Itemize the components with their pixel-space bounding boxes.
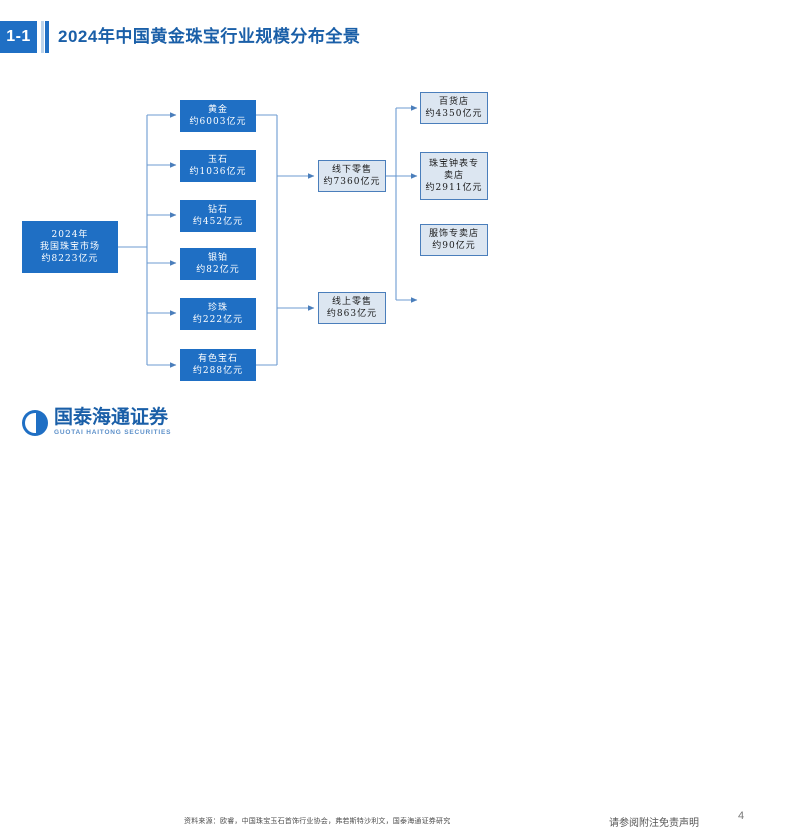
node-jewelry-watch-store-label: 珠宝钟表专 卖店 约2911亿元	[425, 158, 483, 194]
header-divider-light	[41, 21, 44, 53]
connector-lines	[118, 105, 418, 368]
node-jade[interactable]: 玉石 约1036亿元	[180, 150, 256, 182]
node-market-total[interactable]: 2024年 我国珠宝市场 约8223亿元	[22, 221, 118, 273]
logo-name-en: GUOTAI HAITONG SECURITIES	[54, 429, 172, 436]
disclaimer-note: 请参阅附注免责声明	[609, 818, 699, 829]
node-online-retail-label: 线上零售 约863亿元	[326, 296, 378, 319]
node-colored-gem[interactable]: 有色宝石 约288亿元	[180, 349, 256, 381]
slide-footer: 国泰海通证券 GUOTAI HAITONG SECURITIES 资料来源：欧睿…	[0, 398, 800, 829]
logo-mark-icon	[22, 410, 48, 436]
node-offline-retail-label: 线下零售 约7360亿元	[323, 164, 381, 187]
slide-header: 1-1 2024年中国黄金珠宝行业规模分布全景	[0, 21, 800, 53]
page-number: 4	[738, 810, 745, 822]
source-note: 资料来源：欧睿，中国珠宝玉石首饰行业协会，弗若斯特沙利文，国泰海通证券研究	[184, 818, 451, 825]
node-diamond[interactable]: 钻石 约452亿元	[180, 200, 256, 232]
node-silver-platinum[interactable]: 银铂 约82亿元	[180, 248, 256, 280]
node-diamond-label: 钻石 约452亿元	[192, 204, 244, 227]
node-market-total-label: 2024年 我国珠宝市场 约8223亿元	[39, 229, 100, 265]
node-online-retail[interactable]: 线上零售 约863亿元	[318, 292, 386, 324]
node-jade-label: 玉石 约1036亿元	[189, 154, 247, 177]
logo-name-cn: 国泰海通证券	[54, 407, 169, 428]
slide-page: 1-1 2024年中国黄金珠宝行业规模分布全景	[0, 21, 800, 829]
logo-text: 国泰海通证券 GUOTAI HAITONG SECURITIES	[54, 408, 171, 438]
node-silver-platinum-label: 银铂 约82亿元	[196, 252, 240, 275]
node-gold[interactable]: 黄金 约6003亿元	[180, 100, 256, 132]
node-pearl[interactable]: 珍珠 约222亿元	[180, 298, 256, 330]
node-department-store[interactable]: 百货店 约4350亿元	[420, 92, 488, 124]
node-offline-retail[interactable]: 线下零售 约7360亿元	[318, 160, 386, 192]
header-divider-accent	[45, 21, 49, 53]
company-logo: 国泰海通证券 GUOTAI HAITONG SECURITIES	[22, 408, 171, 438]
node-apparel-store-label: 服饰专卖店 约90亿元	[428, 228, 479, 251]
node-apparel-store[interactable]: 服饰专卖店 约90亿元	[420, 224, 488, 256]
node-colored-gem-label: 有色宝石 约288亿元	[192, 353, 244, 376]
page-title: 2024年中国黄金珠宝行业规模分布全景	[58, 27, 361, 46]
node-pearl-label: 珍珠 约222亿元	[192, 302, 244, 325]
section-badge: 1-1	[0, 21, 37, 53]
node-jewelry-watch-store[interactable]: 珠宝钟表专 卖店 约2911亿元	[420, 152, 488, 200]
node-gold-label: 黄金 约6003亿元	[189, 104, 247, 127]
diagram-canvas: 2024年 我国珠宝市场 约8223亿元 黄金 约6003亿元 玉石 约1036…	[0, 60, 800, 395]
node-department-store-label: 百货店 约4350亿元	[425, 96, 483, 119]
